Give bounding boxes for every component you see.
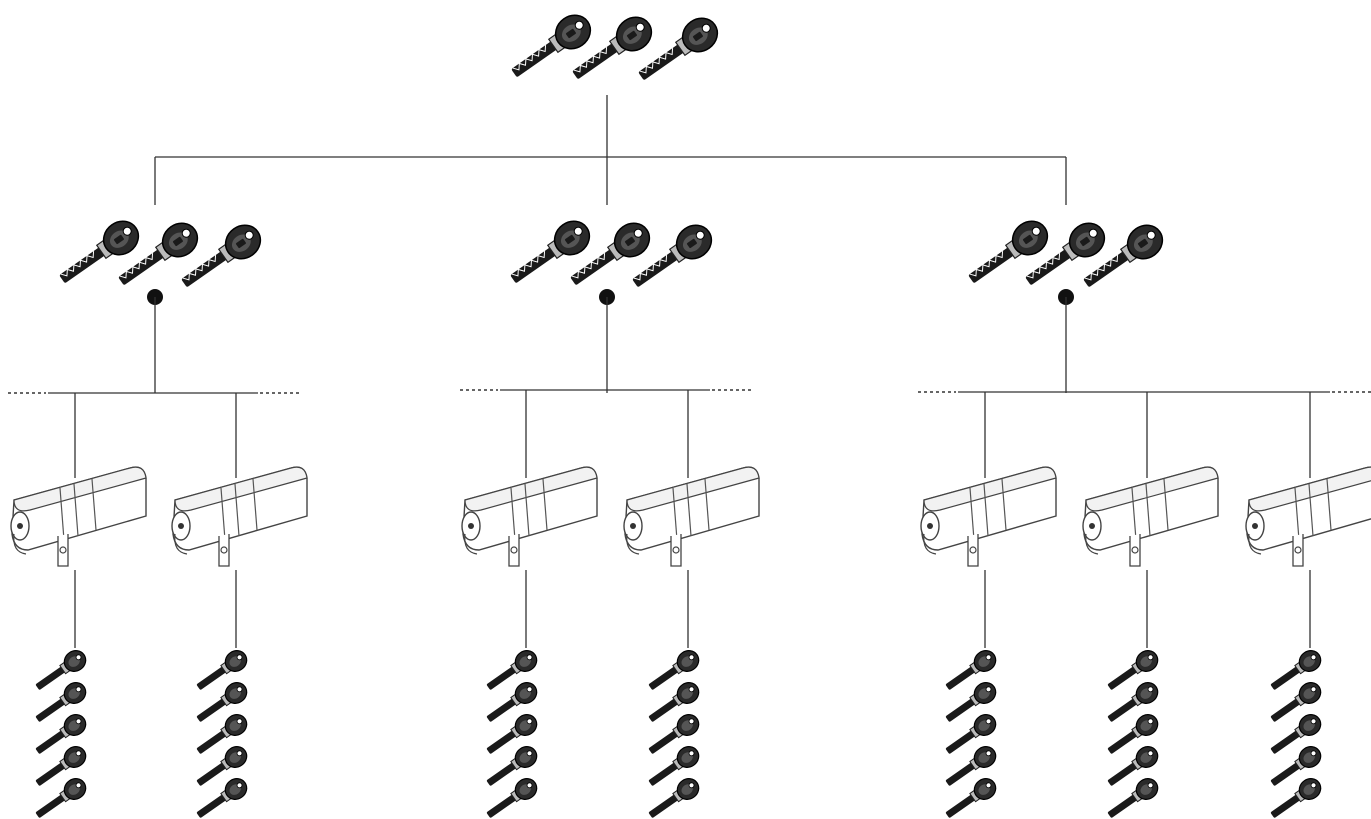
- cylinder-lock: [10, 466, 147, 567]
- cylinder-lock: [1245, 466, 1371, 567]
- individual-key-stacks: [30, 645, 1326, 819]
- master-key-group-3: [961, 213, 1170, 298]
- grand-master-key-group: [504, 7, 725, 91]
- master-key: [961, 213, 1055, 294]
- cylinder-lock: [920, 466, 1057, 567]
- cylinder-lock: [461, 466, 598, 567]
- cylinder-lock: [623, 466, 760, 567]
- master-key-group-2: [503, 213, 719, 298]
- cylinder-lock: [171, 466, 308, 567]
- master-key: [52, 213, 146, 294]
- master-key-group-1: [52, 213, 268, 298]
- cylinder-lock: [1082, 466, 1219, 567]
